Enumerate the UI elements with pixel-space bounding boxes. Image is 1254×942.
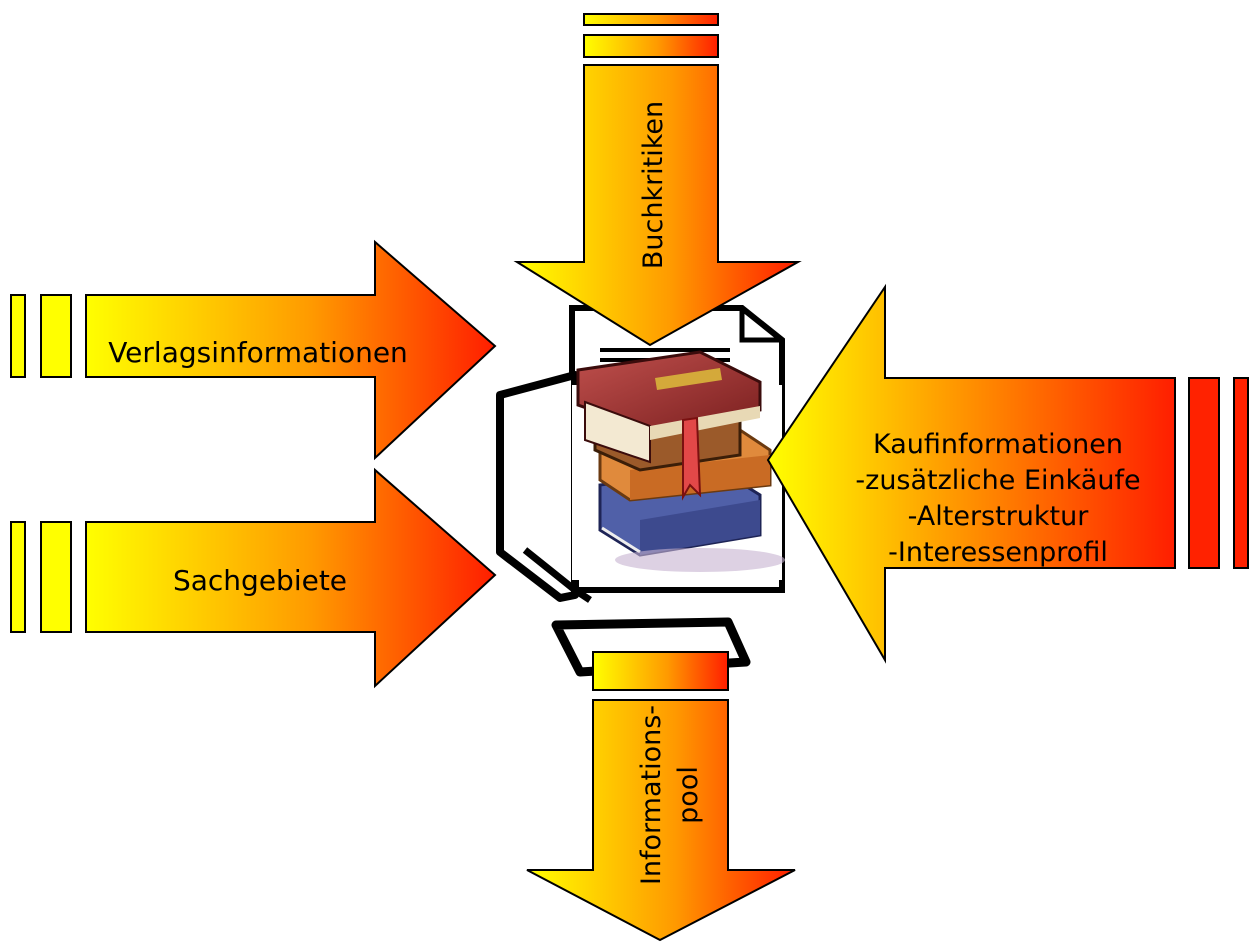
- center-illustration: [496, 305, 785, 677]
- verlagsinformationen-label: Verlagsinformationen: [108, 336, 408, 369]
- arrow-shape: [85, 239, 497, 461]
- arrow-shape: [766, 283, 1176, 664]
- sachgebiete-arrow: Sachgebiete: [10, 467, 497, 689]
- arrow-tail-stripe: [40, 521, 72, 633]
- kaufinformationen-item: -Interessenprofil: [888, 537, 1108, 568]
- informationspool-label: Informations-: [636, 705, 667, 885]
- arrow-tail-stripe: [592, 651, 729, 691]
- kaufinformationen-item: -Alterstruktur: [908, 501, 1090, 532]
- buchkritiken-label: Buchkritiken: [638, 101, 669, 269]
- arrow-tail-stripe: [10, 521, 26, 633]
- kaufinformationen-title: Kaufinformationen: [873, 429, 1123, 460]
- arrow-tail-stripe: [1233, 377, 1249, 569]
- arrow-tail-stripe: [10, 294, 26, 378]
- sachgebiete-label: Sachgebiete: [173, 564, 347, 597]
- buchkritiken-arrow: Buchkritiken: [513, 13, 802, 347]
- monitor-icon: [496, 371, 579, 602]
- arrow-tail-stripe: [1188, 377, 1220, 569]
- informationspool-label: pool: [673, 766, 704, 824]
- kaufinformationen-arrow: Kaufinformationen -zusätzliche Einkäufe …: [766, 283, 1249, 664]
- books-icon: [572, 350, 785, 580]
- arrow-shape: [85, 467, 497, 689]
- arrow-tail-stripe: [40, 294, 72, 378]
- kaufinformationen-item: -zusätzliche Einkäufe: [855, 465, 1140, 496]
- verlagsinformationen-arrow: Verlagsinformationen: [10, 239, 497, 461]
- informationspool-arrow: Informations- pool: [526, 651, 796, 942]
- arrow-tail-stripe: [583, 13, 719, 26]
- arrow-shape: [526, 699, 796, 942]
- arrow-tail-stripe: [583, 34, 719, 58]
- arrow-shape: [513, 64, 802, 347]
